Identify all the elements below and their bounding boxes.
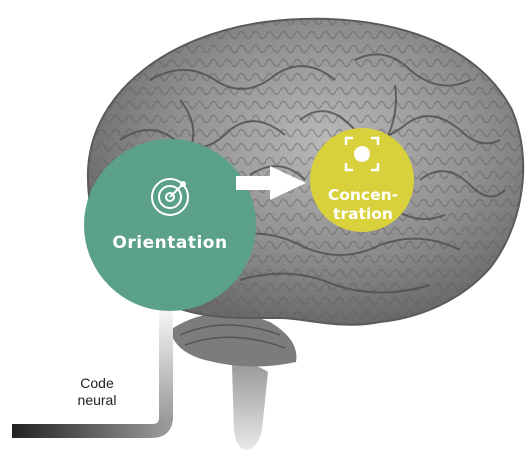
orientation-node <box>84 139 256 311</box>
concentration-label-line2: tration <box>333 205 393 223</box>
concentration-node <box>310 128 414 232</box>
orientation-label: Orientation <box>112 233 228 253</box>
input-label: Code neural <box>62 375 132 409</box>
radar-icon <box>151 178 189 216</box>
concentration-label: Concen- tration <box>313 186 413 224</box>
input-label-line2: neural <box>77 392 117 408</box>
link-arrow <box>236 166 306 200</box>
input-label-line1: Code <box>80 375 114 391</box>
concentration-label-line1: Concen- <box>327 186 399 204</box>
focus-target-icon <box>344 136 380 172</box>
